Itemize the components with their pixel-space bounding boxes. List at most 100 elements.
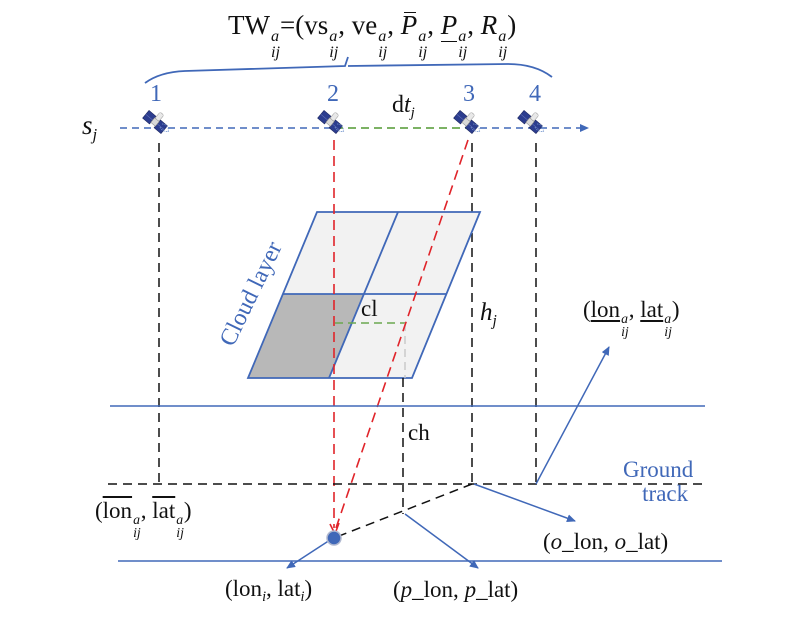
- formula-sub: ij: [329, 42, 339, 61]
- formula-tw: TW: [228, 10, 270, 40]
- o-italic: o: [614, 529, 627, 554]
- formula-sub: ij: [270, 42, 280, 61]
- formula-vs: vs: [304, 10, 329, 40]
- cloud-mid-vertical: [328, 211, 399, 379]
- dt-sub: j: [410, 105, 415, 122]
- sub-i: i: [300, 588, 305, 605]
- formula-sub: ij: [458, 42, 468, 61]
- arrow-to-lonlat-i: [286, 539, 331, 569]
- ground-diagonal-line: [333, 483, 473, 539]
- formula-sep: ,: [427, 10, 441, 40]
- paren: ): [183, 498, 192, 523]
- arrow-to-underline-lonlat: [535, 346, 610, 485]
- formula-sub: ij: [418, 42, 428, 61]
- comma: ,: [140, 498, 153, 523]
- formula-sub: ij: [498, 42, 508, 61]
- p-lon-rest: _lon,: [412, 577, 465, 602]
- formula-sup: a: [498, 27, 507, 46]
- h-h: h: [480, 299, 493, 326]
- sup-a: a: [176, 512, 184, 528]
- cloud-cell-top-left: [283, 212, 398, 294]
- orbit-label: sj: [82, 112, 97, 144]
- satellite-2-icon: [317, 105, 347, 134]
- lat-text: lat: [640, 297, 664, 322]
- arrow-to-o-lonlat: [473, 483, 576, 523]
- satellite-3-icon: [453, 105, 483, 134]
- satellite-3-number: 3: [463, 81, 475, 107]
- formula-p-lower: P: [440, 10, 458, 42]
- dt-label: dtj: [392, 93, 415, 121]
- paren: (: [225, 576, 233, 601]
- ch-label: ch: [408, 420, 430, 445]
- paren: (: [543, 529, 551, 554]
- sup-a: a: [621, 311, 628, 327]
- formula-sep: ,: [387, 10, 401, 40]
- p-lat-rest: _lat): [476, 577, 519, 602]
- cloud-cell-top-right: [364, 212, 480, 294]
- ground-track-line2: track: [642, 481, 689, 507]
- formula-close: ): [507, 10, 517, 40]
- formula-eq: =(: [279, 10, 305, 40]
- sup-a: a: [133, 512, 140, 528]
- h-sub: j: [492, 312, 497, 330]
- cloud-layer-grid: [246, 211, 482, 379]
- p-italic: p: [400, 577, 413, 602]
- sub-ij: ij: [133, 525, 141, 541]
- formula-p-upper: P: [400, 10, 418, 40]
- lon-text: lon: [232, 576, 263, 601]
- formula-sep: ,: [467, 10, 481, 40]
- dt-t: t: [404, 92, 411, 118]
- formula-sup: a: [378, 27, 387, 46]
- paren: (: [393, 577, 401, 602]
- cl-label: cl: [361, 296, 378, 321]
- sub-ij: ij: [176, 525, 184, 541]
- orbit-s: s: [82, 110, 93, 140]
- orbit-sub: j: [92, 124, 98, 144]
- formula-sup: a: [418, 27, 427, 46]
- lat-text: lat: [152, 498, 176, 523]
- formula-ve: ve: [351, 10, 378, 40]
- satellite-1-number: 1: [150, 81, 162, 107]
- paren: (: [95, 498, 103, 523]
- h-label: hj: [480, 300, 497, 329]
- formula-sub: ij: [378, 42, 388, 61]
- line-of-sight-oblique: [335, 139, 469, 529]
- grouping-brace: [144, 56, 553, 84]
- paren: ): [671, 297, 680, 322]
- formula-sup: a: [458, 27, 467, 46]
- sup-a: a: [664, 311, 672, 327]
- lon-text: lon: [102, 498, 133, 523]
- cloud-layer-outline: [246, 211, 482, 379]
- formula-sup: a: [329, 27, 338, 46]
- ground-track-line1: Ground: [623, 457, 694, 482]
- paren: ): [304, 576, 313, 601]
- o-italic: o: [550, 529, 563, 554]
- lat-text: lat: [277, 576, 301, 601]
- p-lonlat-label: (p_lon, p_lat): [393, 578, 518, 601]
- satellite-2-number: 2: [327, 81, 339, 107]
- lon-text: lon: [590, 297, 621, 322]
- comma: ,: [266, 576, 278, 601]
- sub-ij: ij: [621, 324, 629, 340]
- observer-point: [326, 530, 342, 546]
- ground-track-label: Ground track: [623, 457, 694, 507]
- formula-sep: ,: [338, 10, 352, 40]
- satellite-4-icon: [517, 105, 547, 134]
- sub-i: i: [262, 588, 267, 605]
- o-lonlat-label: (o_lon, o_lat): [543, 530, 668, 553]
- satellite-1-icon: [142, 105, 172, 134]
- cloud-cell-bottom-left-shaded: [248, 294, 364, 378]
- sub-ij: ij: [664, 324, 672, 340]
- formula-sup: a: [270, 27, 280, 46]
- arrow-to-p-lonlat: [404, 513, 479, 569]
- o-lon-rest: _lon,: [562, 529, 615, 554]
- p-italic: p: [464, 577, 477, 602]
- comma: ,: [628, 297, 641, 322]
- observer-lonlat-label: (loni, lati): [225, 577, 312, 604]
- dt-d: d: [392, 92, 404, 118]
